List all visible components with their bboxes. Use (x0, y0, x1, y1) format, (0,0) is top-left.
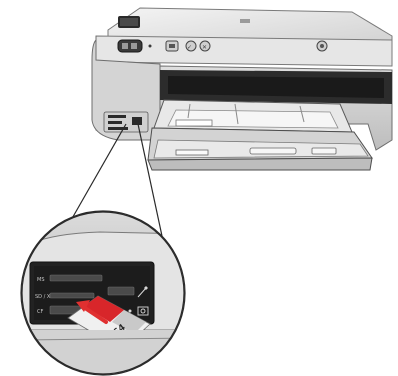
slot-label-ms: MS (37, 277, 45, 283)
hp-logo (240, 19, 250, 23)
callout-magnifier: MS SD / XD CF 64 (20, 210, 190, 376)
memory-card-slot-area (104, 112, 148, 132)
xd-slot[interactable] (108, 287, 134, 295)
slot-label-cf: CF (37, 309, 43, 315)
printer: ✓ ✕ (70, 8, 392, 236)
ms-slot[interactable] (50, 275, 102, 281)
svg-text:✓: ✓ (187, 44, 192, 51)
power-led-icon (149, 45, 152, 48)
callout-leader-left (70, 124, 126, 222)
svg-text:✕: ✕ (202, 44, 207, 51)
sd-xd-slot[interactable] (50, 293, 94, 298)
menu-button[interactable] (118, 40, 142, 52)
